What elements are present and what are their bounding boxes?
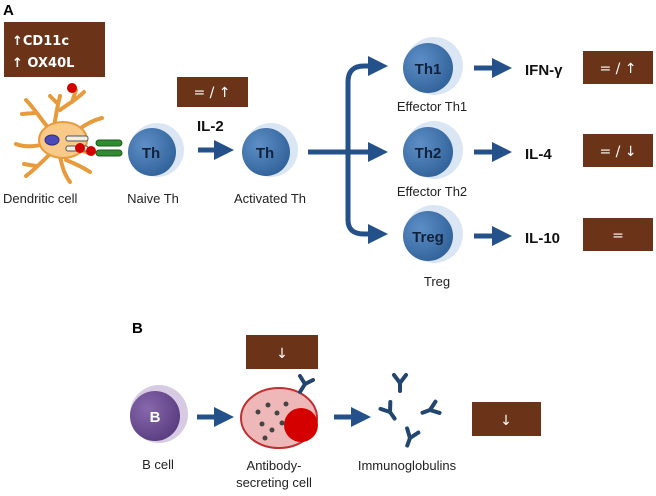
asc-label-line2: secreting cell bbox=[236, 475, 312, 490]
il4-change-box: = / ↓ bbox=[583, 134, 653, 167]
dendritic-cell-icon bbox=[14, 83, 123, 184]
dendritic-cell-label: Dendritic cell bbox=[3, 191, 78, 206]
b-cell-text: B bbox=[150, 409, 161, 426]
dc-marker-cd11c: ↑CD11c bbox=[12, 34, 69, 49]
th1-cell: Th1 bbox=[403, 37, 463, 95]
th2-label: Effector Th2 bbox=[397, 184, 467, 199]
asc-change-text: ↓ bbox=[276, 346, 288, 362]
il10-label: IL-10 bbox=[525, 230, 560, 247]
activated-th-label: Activated Th bbox=[234, 191, 306, 206]
th2-cell: Th2 bbox=[403, 121, 463, 179]
th2-text: Th2 bbox=[415, 145, 442, 162]
dc-marker-box: ↑CD11c ↑ OX40L bbox=[4, 22, 105, 77]
b-cell-label: B cell bbox=[142, 457, 174, 472]
ifng-label: IFN-γ bbox=[525, 62, 563, 79]
asc-change-box: ↓ bbox=[246, 335, 318, 369]
il10-change-text: = bbox=[612, 228, 624, 244]
naive-th-cell: Th bbox=[128, 123, 184, 177]
immunoglobulins-label: Immunoglobulins bbox=[358, 458, 457, 473]
th1-text: Th1 bbox=[415, 61, 442, 78]
immunoglobulins-icon bbox=[378, 373, 442, 448]
il4-label: IL-4 bbox=[525, 146, 552, 163]
th1-label: Effector Th1 bbox=[397, 99, 467, 114]
activated-th-cell: Th bbox=[242, 123, 298, 177]
antibody-secreting-cell-icon bbox=[240, 374, 318, 449]
il2-label: IL-2 bbox=[197, 118, 224, 135]
treg-text: Treg bbox=[412, 229, 444, 246]
ifng-change-text: = / ↑ bbox=[599, 61, 636, 77]
treg-label: Treg bbox=[424, 274, 450, 289]
branch-arrows bbox=[308, 56, 388, 244]
ifng-change-box: = / ↑ bbox=[583, 51, 653, 84]
naive-th-text: Th bbox=[142, 145, 160, 162]
ig-change-box: ↓ bbox=[472, 402, 541, 436]
activated-th-text: Th bbox=[256, 145, 274, 162]
naive-th-label: Naive Th bbox=[127, 191, 179, 206]
il2-change-text: = / ↑ bbox=[193, 85, 230, 101]
dc-marker-ox40l: ↑ OX40L bbox=[12, 56, 74, 71]
panel-label-b: B bbox=[132, 320, 143, 337]
il2-change-box: = / ↑ bbox=[177, 77, 248, 107]
treg-cell: Treg bbox=[403, 205, 463, 263]
asc-label-line1: Antibody- bbox=[247, 458, 302, 473]
b-cell: B bbox=[130, 385, 188, 443]
il10-change-box: = bbox=[583, 218, 653, 251]
il4-change-text: = / ↓ bbox=[599, 144, 636, 160]
ig-change-text: ↓ bbox=[500, 413, 512, 429]
panel-label-a: A bbox=[3, 2, 14, 19]
